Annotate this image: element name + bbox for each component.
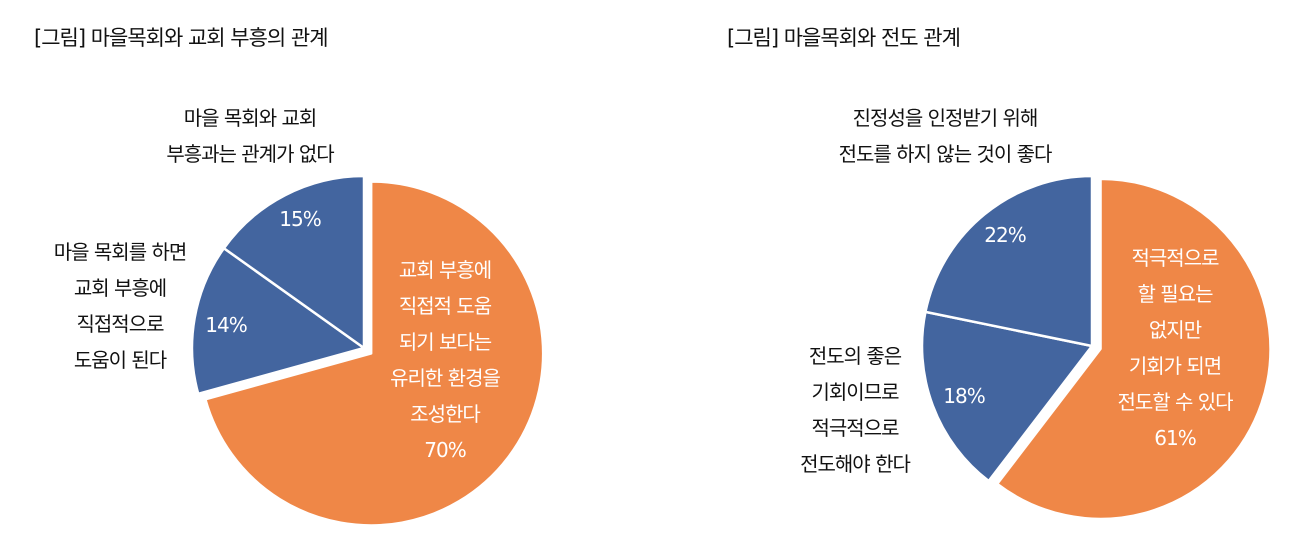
- chart2-slice-2: [924, 174, 1094, 348]
- label-line: 전도해야 한다: [800, 452, 911, 476]
- label-line: 도움이 된다: [73, 348, 167, 372]
- label-line: 되기 보다는: [398, 330, 492, 354]
- label-line: 부흥과는 관계가 없다: [166, 142, 334, 166]
- label-line: 직접적으로: [76, 312, 165, 336]
- label-line: 직접적 도움: [398, 294, 492, 318]
- chart1-slice2-value: 15%: [279, 207, 321, 231]
- chart1-slice0-label: 교회 부흥에 직접적 도움 되기 보다는 유리한 환경을 조성한다 70%: [360, 252, 530, 468]
- chart1-slice1-label: 마을 목회를 하면 교회 부흥에 직접적으로 도움이 된다: [20, 234, 220, 378]
- label-line: 할 필요는: [1137, 282, 1214, 306]
- chart1-title: [그림] 마을목회와 교회 부흥의 관계: [34, 26, 329, 50]
- chart2-slice-0: [995, 177, 1272, 521]
- label-line: 마을 목회를 하면: [53, 240, 188, 264]
- chart1-slice2-label: 마을 목회와 교회 부흥과는 관계가 없다: [130, 100, 370, 172]
- chart1-slice-2: [222, 174, 366, 350]
- label-line: 조성한다: [410, 402, 481, 426]
- label-line: 전도할 수 있다: [1117, 390, 1233, 414]
- chart1-slice1-value: 14%: [205, 313, 247, 337]
- label-line: 전도를 하지 않는 것이 좋다: [838, 142, 1053, 166]
- label-line: 적극적으로: [1131, 246, 1220, 270]
- label-line: 적극적으로: [811, 416, 900, 440]
- label-line: 없지만: [1148, 318, 1202, 342]
- chart1-slice-1: [190, 246, 366, 396]
- label-line: 교회 부흥에: [398, 258, 492, 282]
- label-line: 유리한 환경을: [390, 366, 501, 390]
- chart2-title: [그림] 마을목회와 전도 관계: [727, 26, 961, 50]
- chart2-slice2-value: 22%: [984, 223, 1026, 247]
- label-line: 기회가 되면: [1128, 354, 1222, 378]
- value-label: 61%: [1154, 426, 1196, 450]
- chart2-slice-1: [920, 310, 1094, 483]
- label-line: 마을 목회와 교회: [183, 106, 318, 130]
- label-line: 진정성을 인정받기 위해: [852, 106, 1039, 130]
- chart2-slice1-value: 18%: [943, 384, 985, 408]
- value-label: 70%: [424, 438, 466, 462]
- chart2-slice1-label: 전도의 좋은 기회이므로 적극적으로 전도해야 한다: [770, 338, 940, 482]
- chart1-slice-0: [204, 180, 545, 527]
- label-line: 전도의 좋은: [808, 344, 902, 368]
- label-line: 기회이므로: [811, 380, 900, 404]
- label-line: 교회 부흥에: [73, 276, 167, 300]
- chart2-slice0-label: 적극적으로 할 필요는 없지만 기회가 되면 전도할 수 있다 61%: [1085, 240, 1265, 456]
- chart2-slice2-label: 진정성을 인정받기 위해 전도를 하지 않는 것이 좋다: [780, 100, 1110, 172]
